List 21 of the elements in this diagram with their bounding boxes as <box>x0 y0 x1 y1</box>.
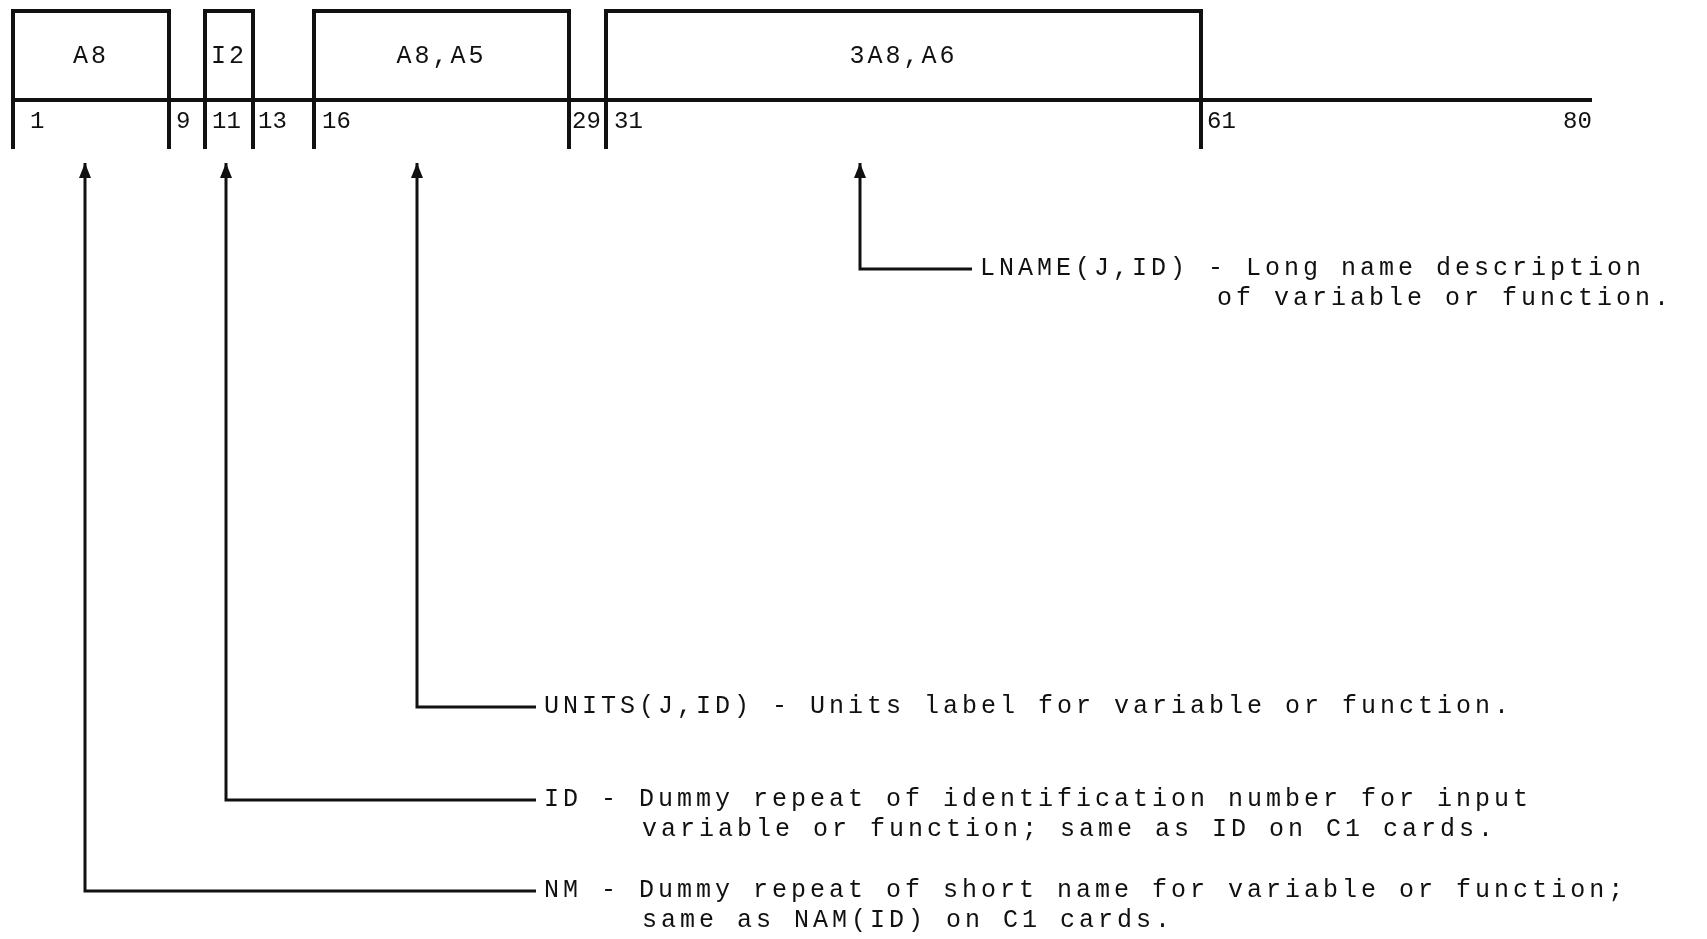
format-code: A8,A5 <box>395 42 488 72</box>
leader-arrow <box>854 163 972 271</box>
format-code: 3A8,A6 <box>848 42 959 72</box>
column-number: 13 <box>258 108 287 136</box>
leader-arrow <box>220 163 536 802</box>
column-number: 31 <box>614 108 643 136</box>
format-code: A8 <box>72 42 110 72</box>
field-description: LNAME(J,ID) - Long name description of variable or function. <box>980 254 1687 314</box>
column-number: 11 <box>212 108 241 136</box>
field-description: NM - Dummy repeat of short name for variable or function; same as NAM(ID) on C1 cards. <box>544 876 1652 936</box>
column-number: 1 <box>30 108 45 136</box>
format-code: I2 <box>210 42 248 72</box>
column-number: 80 <box>1563 108 1592 136</box>
column-number: 9 <box>176 108 191 136</box>
column-number: 61 <box>1207 108 1236 136</box>
column-number: 16 <box>322 108 351 136</box>
leader-arrow <box>411 163 536 709</box>
leader-arrow <box>79 163 536 893</box>
field-description: ID - Dummy repeat of identification number for input variable or function; same as ID on C1 cards. <box>544 785 1572 845</box>
field-description: UNITS(J,ID) - Units label for variable or function. <box>544 692 1644 722</box>
column-number: 29 <box>572 108 601 136</box>
